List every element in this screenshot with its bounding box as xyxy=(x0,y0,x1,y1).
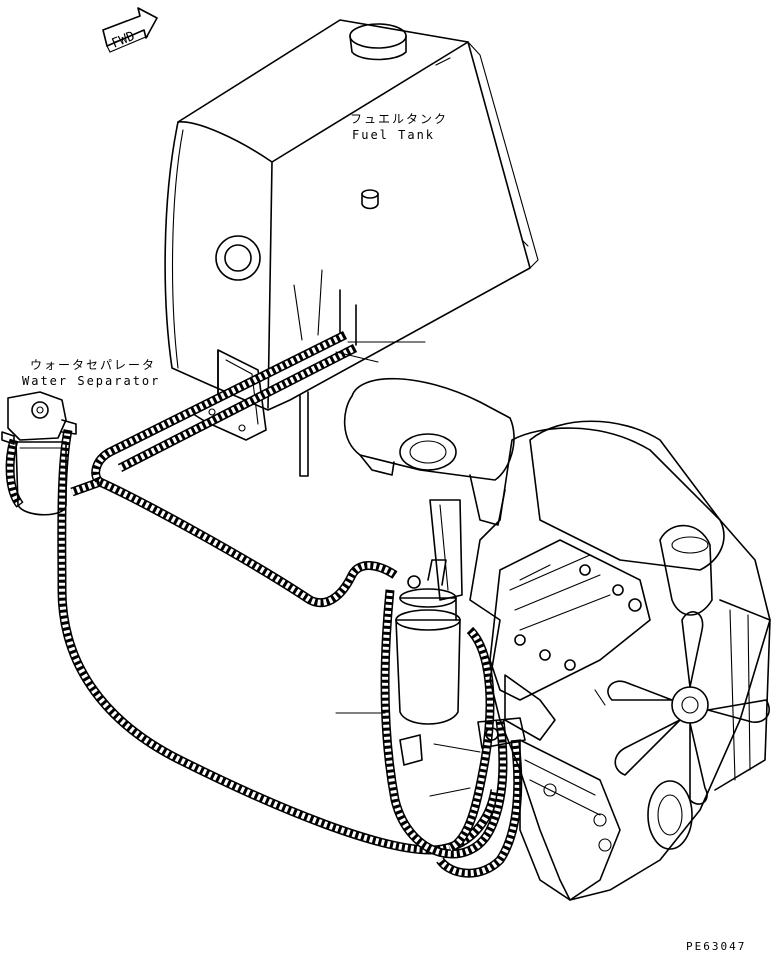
water-separator-label-jp: ウォータセパレータ xyxy=(30,358,157,372)
drawing-code: PE63047 xyxy=(686,940,747,953)
water-separator xyxy=(1,391,77,516)
leader-lines xyxy=(335,341,606,797)
fuel-tank-label-jp: フュエルタンク xyxy=(350,112,449,126)
cooling-fan xyxy=(607,611,770,805)
fuel-hoses xyxy=(5,330,523,878)
fuel-tank-label-en: Fuel Tank xyxy=(352,128,436,142)
tank-bracket xyxy=(189,349,309,477)
fwd-arrow-icon: FWD xyxy=(102,7,158,53)
fwd-text: FWD xyxy=(110,29,138,52)
water-separator-label-en: Water Separator xyxy=(22,374,161,388)
engine xyxy=(343,377,771,901)
fuel-tank xyxy=(164,19,539,411)
